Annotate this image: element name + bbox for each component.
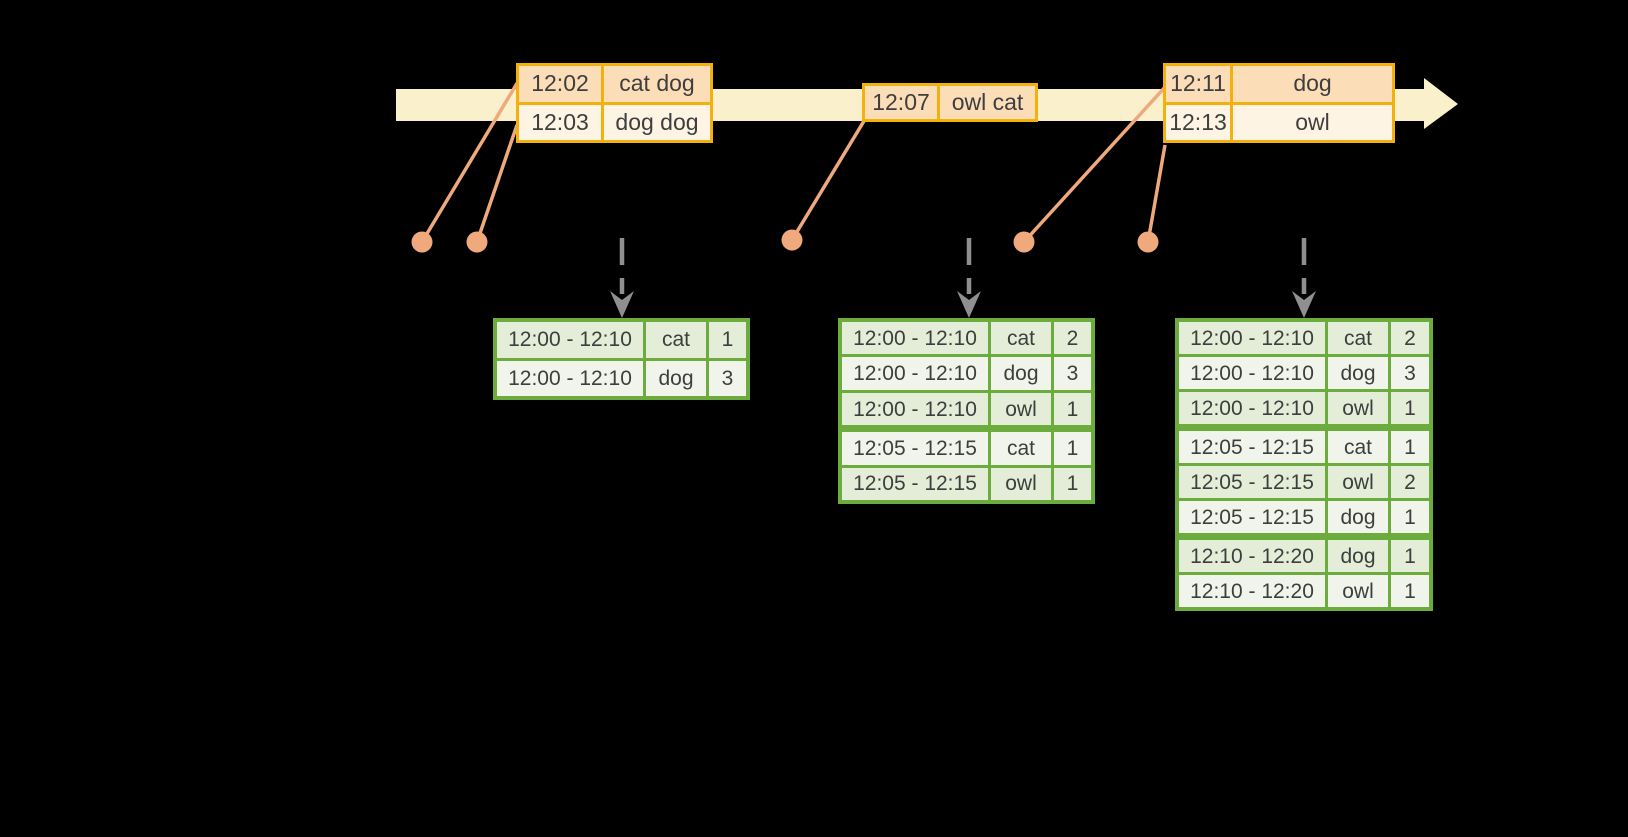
result-count: 1 (1391, 575, 1429, 607)
result-count: 1 (1391, 540, 1429, 572)
event-words: dog dog (604, 104, 710, 140)
result-count: 1 (1054, 432, 1091, 465)
event-dot (1137, 231, 1159, 253)
result-word: owl (1328, 575, 1388, 607)
result-word: dog (1328, 501, 1388, 533)
result-row: 12:05 - 12:15 cat 1 (1179, 431, 1429, 463)
result-table-3: 12:00 - 12:10 cat 2 12:00 - 12:10 dog 3 … (1175, 318, 1433, 611)
event-dot (1013, 231, 1035, 253)
result-count: 3 (1391, 357, 1429, 389)
result-count: 2 (1391, 466, 1429, 498)
result-row: 12:10 - 12:20 dog 1 (1179, 540, 1429, 572)
event-time: 12:02 (519, 66, 601, 102)
result-count: 1 (1391, 501, 1429, 533)
result-word: owl (991, 392, 1051, 426)
result-word: cat (1328, 322, 1388, 354)
result-row: 12:05 - 12:15 owl 1 (842, 467, 1091, 501)
result-count: 3 (1054, 357, 1091, 390)
result-window: 12:00 - 12:10 (1179, 322, 1325, 354)
result-row: 12:10 - 12:20 owl 1 (1179, 575, 1429, 607)
trigger-arrowhead-icon (610, 291, 634, 318)
result-window: 12:00 - 12:10 (1179, 357, 1325, 389)
event-connector-line (475, 124, 519, 243)
event-row: 12:02 cat dog (519, 66, 710, 102)
result-word: dog (646, 360, 706, 396)
result-row: 12:00 - 12:10 dog 3 (842, 357, 1091, 390)
result-window: 12:10 - 12:20 (1179, 575, 1325, 607)
result-count: 1 (1391, 431, 1429, 463)
event-dot (466, 231, 488, 253)
result-window: 12:00 - 12:10 (497, 322, 643, 358)
event-row: 12:03 dog dog (519, 104, 710, 140)
event-time: 12:13 (1166, 104, 1230, 140)
result-window: 12:00 - 12:10 (842, 392, 988, 426)
result-row: 12:00 - 12:10 cat 2 (842, 322, 1091, 355)
result-window: 12:00 - 12:10 (1179, 392, 1325, 424)
result-count: 2 (1391, 322, 1429, 354)
result-row: 12:00 - 12:10 owl 1 (842, 392, 1091, 426)
result-window: 12:05 - 12:15 (1179, 466, 1325, 498)
event-row: 12:11 dog (1166, 66, 1392, 102)
event-table-1: 12:02 cat dog 12:03 dog dog (516, 63, 713, 143)
event-row: 12:13 owl (1166, 104, 1392, 140)
result-row: 12:05 - 12:15 dog 1 (1179, 501, 1429, 533)
event-connector-line (1146, 144, 1167, 243)
event-row: 12:07 owl cat (865, 86, 1035, 119)
event-time: 12:03 (519, 104, 601, 140)
result-window: 12:00 - 12:10 (497, 360, 643, 396)
result-word: owl (1328, 466, 1388, 498)
result-word: cat (646, 322, 706, 358)
trigger-arrowhead-icon (1292, 291, 1316, 318)
result-count: 3 (709, 360, 746, 396)
event-connector-line (420, 79, 521, 243)
result-row: 12:00 - 12:10 cat 1 (497, 322, 746, 358)
result-word: dog (991, 357, 1051, 390)
result-row: 12:05 - 12:15 cat 1 (842, 432, 1091, 465)
result-word: dog (1328, 357, 1388, 389)
result-row: 12:00 - 12:10 owl 1 (1179, 392, 1429, 424)
trigger-arrowhead-icon (957, 291, 981, 318)
result-word: owl (991, 467, 1051, 501)
event-words: owl cat (940, 86, 1035, 119)
event-connector-line (1022, 84, 1168, 244)
result-count: 2 (1054, 322, 1091, 355)
event-words: dog (1233, 66, 1392, 102)
result-table-1: 12:00 - 12:10 cat 1 12:00 - 12:10 dog 3 (493, 318, 750, 400)
result-table-2: 12:00 - 12:10 cat 2 12:00 - 12:10 dog 3 … (838, 318, 1095, 504)
event-table-3: 12:11 dog 12:13 owl (1163, 63, 1395, 143)
result-word: cat (1328, 431, 1388, 463)
result-count: 1 (709, 322, 746, 358)
result-word: cat (991, 322, 1051, 355)
event-dot (781, 229, 803, 251)
result-window: 12:05 - 12:15 (842, 467, 988, 501)
result-row: 12:00 - 12:10 cat 2 (1179, 322, 1429, 354)
event-connector-line (790, 120, 866, 241)
result-row: 12:05 - 12:15 owl 2 (1179, 466, 1429, 498)
event-table-2: 12:07 owl cat (862, 83, 1038, 122)
event-time: 12:11 (1166, 66, 1230, 102)
event-words: cat dog (604, 66, 710, 102)
result-word: cat (991, 432, 1051, 465)
event-words: owl (1233, 104, 1392, 140)
result-word: owl (1328, 392, 1388, 424)
result-window: 12:05 - 12:15 (1179, 501, 1325, 533)
result-count: 1 (1054, 392, 1091, 426)
result-window: 12:00 - 12:10 (842, 322, 988, 355)
result-row: 12:00 - 12:10 dog 3 (1179, 357, 1429, 389)
result-window: 12:05 - 12:15 (842, 432, 988, 465)
timeline-arrowhead-icon (1424, 78, 1458, 129)
result-word: dog (1328, 540, 1388, 572)
result-count: 1 (1391, 392, 1429, 424)
result-window: 12:00 - 12:10 (842, 357, 988, 390)
event-dot (411, 231, 433, 253)
result-count: 1 (1054, 467, 1091, 501)
result-window: 12:10 - 12:20 (1179, 540, 1325, 572)
result-window: 12:05 - 12:15 (1179, 431, 1325, 463)
result-row: 12:00 - 12:10 dog 3 (497, 360, 746, 396)
event-time: 12:07 (865, 86, 937, 119)
